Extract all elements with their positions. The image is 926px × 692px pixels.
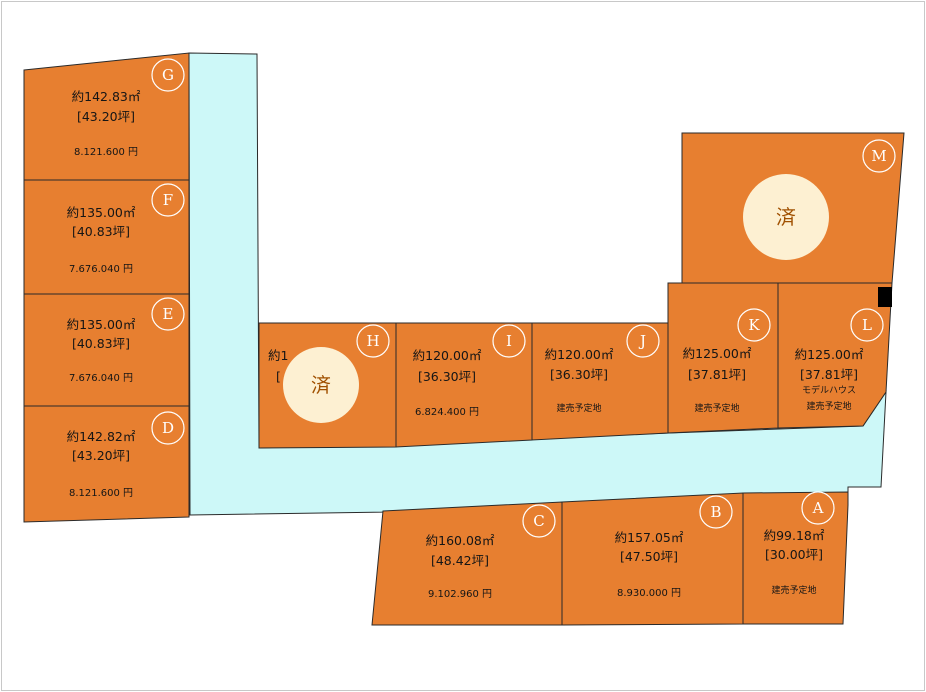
lot-k-tsubo: [37.81坪] <box>688 367 746 382</box>
lot-f-label: F <box>163 191 173 209</box>
lot-d-price: 8.121.600 円 <box>69 488 133 499</box>
lot-i-tsubo: [36.30坪] <box>418 369 476 384</box>
lot-d-tsubo: [43.20坪] <box>72 448 130 463</box>
lot-k-area: 約125.00㎡ <box>683 346 752 361</box>
lot-g-label: G <box>162 66 174 84</box>
lot-e-price: 7.676.040 円 <box>69 373 133 384</box>
lot-a-area: 約99.18㎡ <box>764 528 825 543</box>
lot-b-area: 約157.05㎡ <box>615 530 684 545</box>
lot-h-label-circle <box>356 324 390 358</box>
lot-i-label: I <box>506 332 512 350</box>
lot-e-area: 約135.00㎡ <box>67 317 136 332</box>
lot-c-price: 9.102.960 円 <box>428 589 492 600</box>
lot-b-label: B <box>710 503 721 521</box>
lot-h-label: H <box>366 332 379 350</box>
lot-c-tsubo: [48.42坪] <box>431 553 489 568</box>
lot-l-label: L <box>862 316 872 334</box>
lot-j-area: 約120.00㎡ <box>545 347 614 362</box>
lot-h-sold-text: 済 <box>311 373 331 397</box>
lot-h-area: 約1 <box>268 348 288 363</box>
lot-a-tsubo: [30.00坪] <box>765 547 823 562</box>
lot-j-note: 建売予定地 <box>556 402 601 414</box>
lot-k-label: K <box>748 316 760 334</box>
lot-k-label-circle <box>737 308 771 342</box>
lot-e-label: E <box>163 305 174 323</box>
lot-l-note: モデルハウス <box>802 384 856 396</box>
lot-f-label-circle <box>151 183 185 217</box>
lot-e-label-circle <box>151 297 185 331</box>
lot-e-tsubo: [40.83坪] <box>72 336 130 351</box>
lot-m-sold-text: 済 <box>776 205 796 229</box>
lot-l-note-2: 建売予定地 <box>806 400 851 412</box>
lot-d-label-circle <box>151 411 185 445</box>
lot-d-label: D <box>162 419 174 437</box>
lot-l-area: 約125.00㎡ <box>795 347 864 362</box>
lot-j-tsubo: [36.30坪] <box>550 367 608 382</box>
lot-d-area: 約142.82㎡ <box>67 429 136 444</box>
lot-j-label-circle <box>626 324 660 358</box>
lot-h-tsubo: [ <box>276 369 281 384</box>
lot-a-label-circle <box>801 491 835 525</box>
lot-i-area: 約120.00㎡ <box>413 348 482 363</box>
lot-c-label-circle <box>522 504 556 538</box>
lot-c-label: C <box>533 512 544 530</box>
lot-m-label: M <box>871 147 886 165</box>
lot-f-price: 7.676.040 円 <box>69 264 133 275</box>
lot-d[interactable] <box>23 405 190 523</box>
lot-a-note: 建売予定地 <box>771 584 816 596</box>
lot-a[interactable] <box>742 491 849 625</box>
lot-f-tsubo: [40.83坪] <box>72 224 130 239</box>
lot-b-tsubo: [47.50坪] <box>620 549 678 564</box>
lot-l-label-circle <box>850 308 884 342</box>
lot-g-tsubo: [43.20坪] <box>77 109 135 124</box>
lot-j-label: J <box>638 332 646 350</box>
lot-m-label-circle <box>862 139 896 173</box>
lot-i-label-circle <box>492 324 526 358</box>
lot-f-area: 約135.00㎡ <box>67 205 136 220</box>
lot-a-label: A <box>812 499 824 517</box>
lot-b-label-circle <box>699 495 733 529</box>
lot-g-price: 8.121.600 円 <box>74 147 138 158</box>
lot-g-label-circle <box>151 58 185 92</box>
lot-l-tsubo: [37.81坪] <box>800 367 858 382</box>
lot-c-area: 約160.08㎡ <box>426 533 495 548</box>
lot-k-note: 建売予定地 <box>694 402 739 414</box>
lot-g-area: 約142.83㎡ <box>72 89 141 104</box>
lot-i-price: 6.824.400 円 <box>415 407 479 418</box>
lot-b-price: 8.930.000 円 <box>617 588 681 599</box>
marker-block <box>878 287 892 307</box>
lot-m-sold-badge <box>743 174 829 260</box>
lot-h-sold-badge <box>283 347 359 423</box>
